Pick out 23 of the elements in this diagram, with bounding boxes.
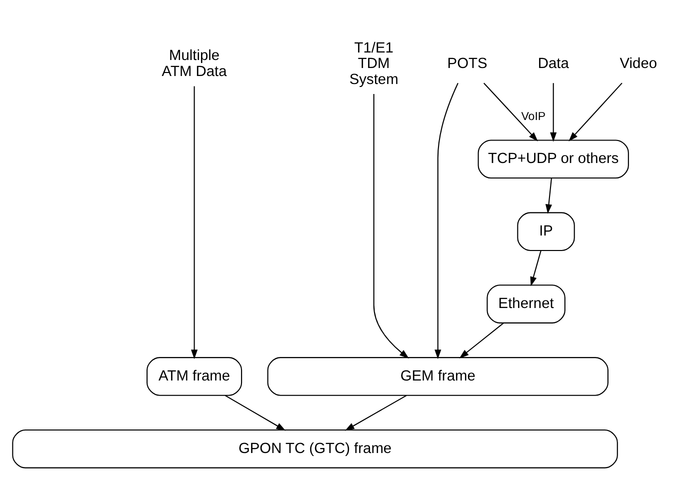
- arrow: [224, 394, 286, 430]
- arrow: [483, 82, 538, 141]
- arrow: [190, 86, 198, 359]
- edge-label: VoIP: [521, 110, 546, 123]
- arrow: [568, 82, 622, 141]
- node-box: GEM frame: [267, 356, 608, 396]
- arrow: [434, 82, 458, 359]
- node-text: Multiple ATM Data: [162, 48, 227, 80]
- node-box: TCP+UDP or others: [478, 139, 629, 178]
- arrow: [545, 178, 552, 214]
- node-box: IP: [517, 212, 575, 250]
- node-text: T1/E1 TDM System: [349, 40, 398, 88]
- arrow: [373, 94, 409, 358]
- arrow: [550, 82, 557, 142]
- node-box: GPON TC (GTC) frame: [12, 428, 618, 468]
- node-box: ATM frame: [146, 356, 242, 396]
- node-text: POTS: [447, 56, 488, 72]
- node-box: Ethernet: [486, 284, 566, 323]
- arrow: [530, 250, 542, 286]
- arrow: [459, 322, 504, 358]
- node-text: Data: [538, 56, 569, 72]
- node-text: Video: [620, 56, 658, 72]
- arrow: [344, 394, 407, 430]
